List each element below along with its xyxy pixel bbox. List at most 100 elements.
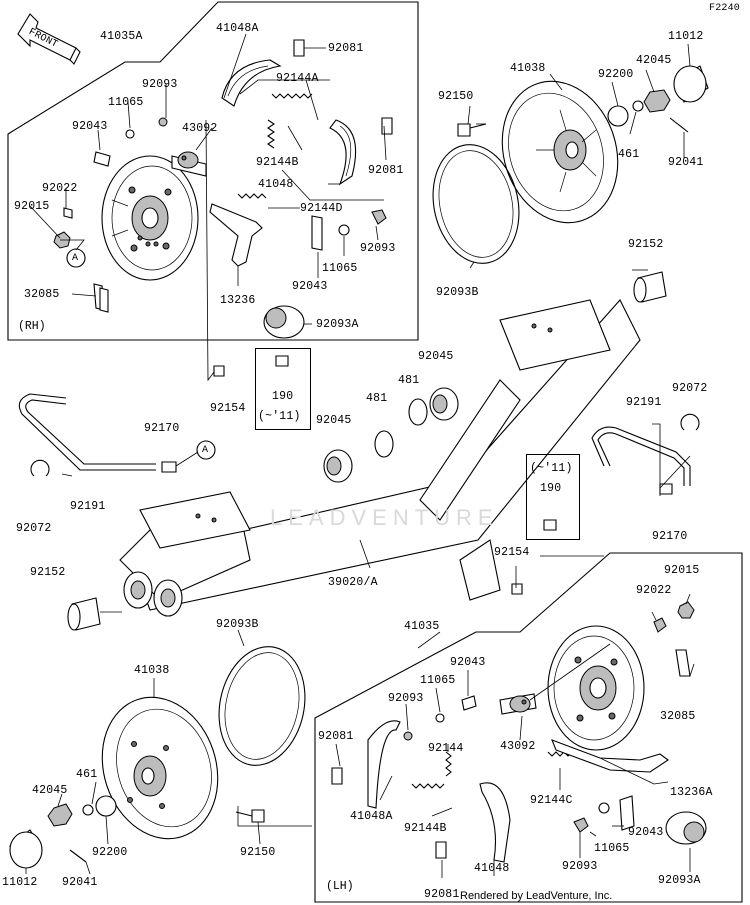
lh-clip-upper: [331, 767, 343, 785]
part-label: 41035A: [100, 30, 143, 43]
part-label: 92154: [494, 546, 530, 559]
lh-retainer-lower: [573, 817, 589, 833]
lh-washer-92022: [653, 617, 667, 633]
lh-retainer-upper: [403, 731, 413, 741]
part-label: 42045: [32, 784, 68, 797]
part-label: 41048: [258, 178, 294, 191]
lh-panel-frame: [314, 552, 743, 903]
part-label: 32085: [660, 710, 696, 723]
part-label: 92150: [240, 846, 276, 859]
lh-pin-upper: [461, 695, 477, 711]
part-label: 43092: [182, 122, 218, 135]
part-label: 92191: [70, 500, 106, 513]
part-label: 92093A: [658, 874, 701, 887]
rh-retainer: [371, 209, 387, 225]
part-label: 13236: [220, 294, 256, 307]
part-label: 92081: [424, 888, 460, 901]
part-label: 92015: [664, 564, 700, 577]
clip-92170-left: [161, 461, 177, 473]
part-label: 92093: [388, 692, 424, 705]
watermark: LEADVENTURE: [270, 505, 499, 530]
rh-cotter-pin: [669, 117, 689, 133]
lh-bolt: [235, 809, 265, 823]
part-label: 92152: [30, 566, 66, 579]
lh-nut-42045: [47, 803, 73, 827]
part-label: 92093: [562, 860, 598, 873]
part-label: 92043: [72, 120, 108, 133]
callout-a-upper: A: [72, 253, 79, 264]
note-lower-number: 190: [540, 482, 562, 495]
part-label: 92022: [636, 584, 672, 597]
part-label: 92144C: [530, 794, 573, 807]
lh-spring-92144C: [547, 751, 573, 757]
bushing-92045-lower: [323, 449, 353, 483]
part-label: 41048A: [350, 810, 393, 823]
part-label: 41035: [404, 620, 440, 633]
part-label: 92041: [62, 876, 98, 889]
hose-92191-left: [18, 393, 156, 471]
lh-clip-lower: [435, 841, 447, 859]
clamp-92072-right: [680, 413, 700, 431]
callout-a-middle-circle: [196, 440, 216, 460]
part-label: 92150: [438, 90, 474, 103]
rh-brake-drum: [501, 80, 619, 224]
note-lower-range: (~'11): [530, 462, 573, 475]
bushing-92152-lower: [67, 597, 101, 631]
part-label: 92045: [316, 414, 352, 427]
panel-lh-tag: (LH): [326, 880, 354, 893]
lh-brake-shoe-upper: [367, 720, 401, 809]
note-box-lower: [526, 454, 580, 540]
part-label: 92093: [142, 78, 178, 91]
axle-housing: [119, 299, 641, 617]
lh-washer-461: [82, 804, 94, 816]
rh-brake-shoe-lower: [329, 119, 357, 186]
rh-panel-frame: [7, 1, 419, 341]
part-label: 92022: [42, 182, 78, 195]
rh-cap-11012: [673, 65, 709, 103]
lh-brake-shoe-lower: [479, 782, 511, 863]
part-label: 92144: [428, 742, 464, 755]
part-label: 39020/A: [328, 576, 378, 589]
part-label: 41048: [474, 862, 510, 875]
part-label: 92152: [628, 238, 664, 251]
lh-cotter-pin: [69, 849, 87, 863]
rh-washer: [338, 224, 350, 236]
rh-backing-plate: [101, 155, 199, 281]
lh-drum-seal-ring: [218, 646, 306, 766]
part-label: 11065: [322, 262, 358, 275]
part-label: 92144B: [404, 822, 447, 835]
rh-drum-seal-ring: [432, 144, 520, 264]
part-label: 92170: [652, 530, 688, 543]
note-bolt-upper: [275, 355, 289, 367]
bushing-92152-upper: [633, 271, 667, 303]
part-label: 92081: [368, 164, 404, 177]
part-label: 92041: [668, 156, 704, 169]
callout-a-upper-circle: [66, 248, 86, 268]
lh-clip-32085: [675, 649, 691, 677]
part-label: 11065: [108, 96, 144, 109]
part-label: 11065: [594, 842, 630, 855]
part-label: 92045: [418, 350, 454, 363]
rh-brake-shoe-upper: [221, 59, 282, 107]
rh-spring-92144B: [267, 119, 275, 149]
lh-wheel-cylinder: [499, 693, 537, 715]
part-label: 92154: [210, 402, 246, 415]
part-label: 92093B: [216, 618, 259, 631]
part-label: 32085: [24, 288, 60, 301]
rh-nut-42045: [643, 89, 671, 113]
note-box-upper: [255, 348, 311, 430]
note-upper-range: (~'11): [258, 410, 301, 423]
clamp-92072-left: [30, 459, 50, 477]
rh-washer-92200: [607, 105, 629, 127]
lh-adjuster-13236A: [551, 739, 669, 773]
lh-spring-92144: [445, 751, 452, 777]
part-label: 92170: [144, 422, 180, 435]
front-arrow-icon: [17, 13, 81, 65]
credit-text: Rendered by LeadVenture, Inc.: [460, 890, 613, 902]
part-label: 13236A: [670, 786, 713, 799]
part-label: 92200: [92, 846, 128, 859]
lh-brake-drum: [101, 696, 219, 840]
part-label: 41048A: [216, 22, 259, 35]
rh-bolt: [457, 123, 487, 137]
